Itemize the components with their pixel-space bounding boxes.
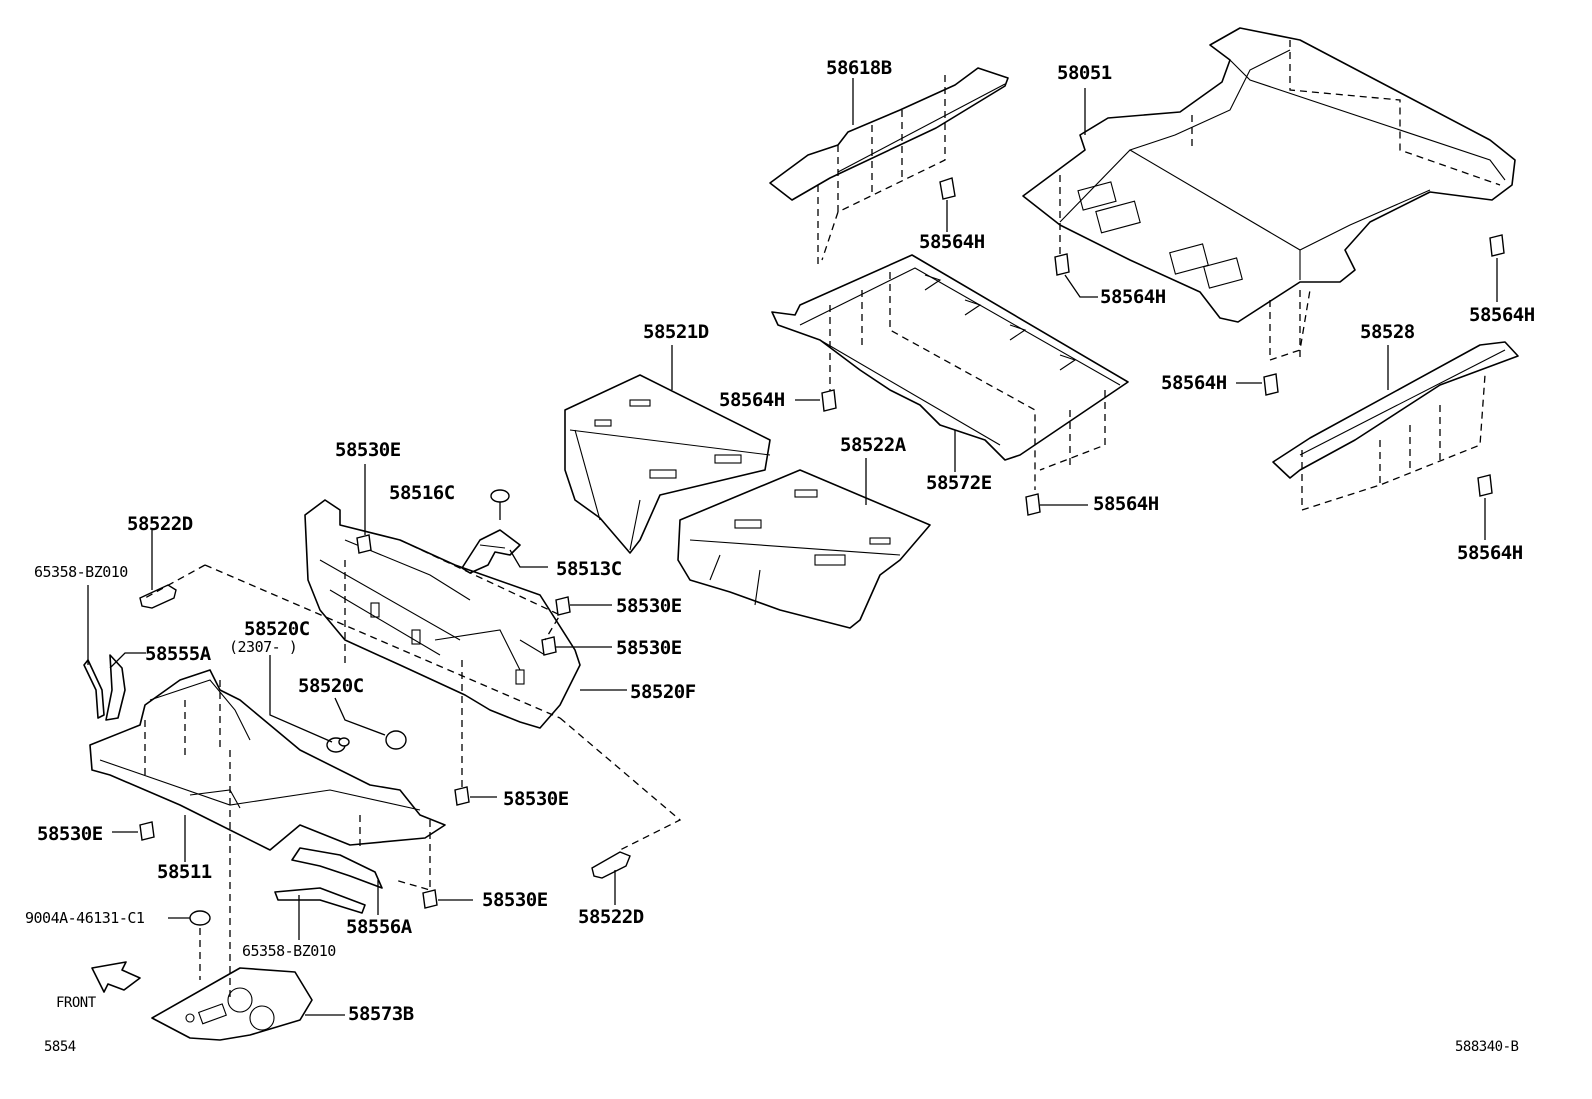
label-58051: 58051 xyxy=(1057,62,1112,84)
label-58573B: 58573B xyxy=(348,1003,414,1025)
label-58511: 58511 xyxy=(157,861,212,883)
label-58520C-upper: 58520C xyxy=(244,618,310,640)
label-58520F: 58520F xyxy=(630,681,696,703)
part-58556A[interactable] xyxy=(291,847,383,889)
label-58521D: 58521D xyxy=(643,321,709,343)
label-58530E-center: 58530E xyxy=(503,788,569,810)
label-9004A-46131-C1: 9004A-46131-C1 xyxy=(25,909,145,927)
label-58564H-middle: 58564H xyxy=(719,389,785,411)
part-58555A[interactable] xyxy=(105,654,126,721)
page-ref: 5854 xyxy=(44,1039,76,1055)
part-58051[interactable] xyxy=(1022,27,1516,361)
label-58564H-bottom-right: 58564H xyxy=(1457,542,1523,564)
part-58520F[interactable] xyxy=(304,499,581,729)
label-58564H-top: 58564H xyxy=(919,231,985,253)
part-58618B[interactable] xyxy=(769,67,1009,265)
part-9004A[interactable] xyxy=(189,910,211,926)
label-58530E-top: 58530E xyxy=(335,439,401,461)
label-58530E-lower: 58530E xyxy=(482,889,548,911)
part-58522D-lower[interactable] xyxy=(591,851,631,879)
label-58516C: 58516C xyxy=(389,482,455,504)
label-58564H-right-lower: 58564H xyxy=(1161,372,1227,394)
front-label: FRONT xyxy=(56,995,96,1011)
part-58522D-upper[interactable] xyxy=(139,584,177,609)
label-58522D-lower: 58522D xyxy=(578,906,644,928)
clip-nuts[interactable] xyxy=(139,177,1505,909)
label-58522A: 58522A xyxy=(840,434,906,456)
label-58528: 58528 xyxy=(1360,321,1415,343)
label-58564H-right-mid: 58564H xyxy=(1100,286,1166,308)
part-58516C[interactable] xyxy=(490,489,510,520)
label-58572E: 58572E xyxy=(926,472,992,494)
label-58618B: 58618B xyxy=(826,57,892,79)
label-65358-BZ010-upper: 65358-BZ010 xyxy=(34,563,128,581)
label-65358-BZ010-lower: 65358-BZ010 xyxy=(242,942,336,960)
part-65358-left[interactable] xyxy=(83,659,105,719)
part-58572E[interactable] xyxy=(771,254,1129,490)
part-65358-lower[interactable] xyxy=(274,887,366,914)
part-58522A[interactable] xyxy=(677,469,931,629)
label-58530E-mid-b: 58530E xyxy=(616,637,682,659)
label-58530E-mid-a: 58530E xyxy=(616,595,682,617)
part-58511[interactable] xyxy=(89,669,446,891)
diagram-code: 588340-B xyxy=(1455,1039,1519,1055)
assembly-lines xyxy=(144,290,1301,1000)
label-58513C: 58513C xyxy=(556,558,622,580)
label-58564H-far-right: 58564H xyxy=(1469,304,1535,326)
part-58573B[interactable] xyxy=(151,967,313,1041)
label-58530E-left: 58530E xyxy=(37,823,103,845)
part-58521D[interactable] xyxy=(564,374,771,554)
label-58522D-upper: 58522D xyxy=(127,513,193,535)
leader-lines xyxy=(87,78,1498,1016)
label-58520C-note: (2307- ) xyxy=(229,638,298,656)
part-58513C[interactable] xyxy=(461,529,521,574)
label-58564H-bottom-mid: 58564H xyxy=(1093,493,1159,515)
label-58556A: 58556A xyxy=(346,916,412,938)
part-58520C-b[interactable] xyxy=(385,730,407,750)
part-58520C-a[interactable] xyxy=(326,737,350,753)
part-58528[interactable] xyxy=(1272,341,1519,511)
label-58520C-lower: 58520C xyxy=(298,675,364,697)
label-58555A: 58555A xyxy=(145,643,211,665)
front-arrow-icon xyxy=(91,961,141,993)
